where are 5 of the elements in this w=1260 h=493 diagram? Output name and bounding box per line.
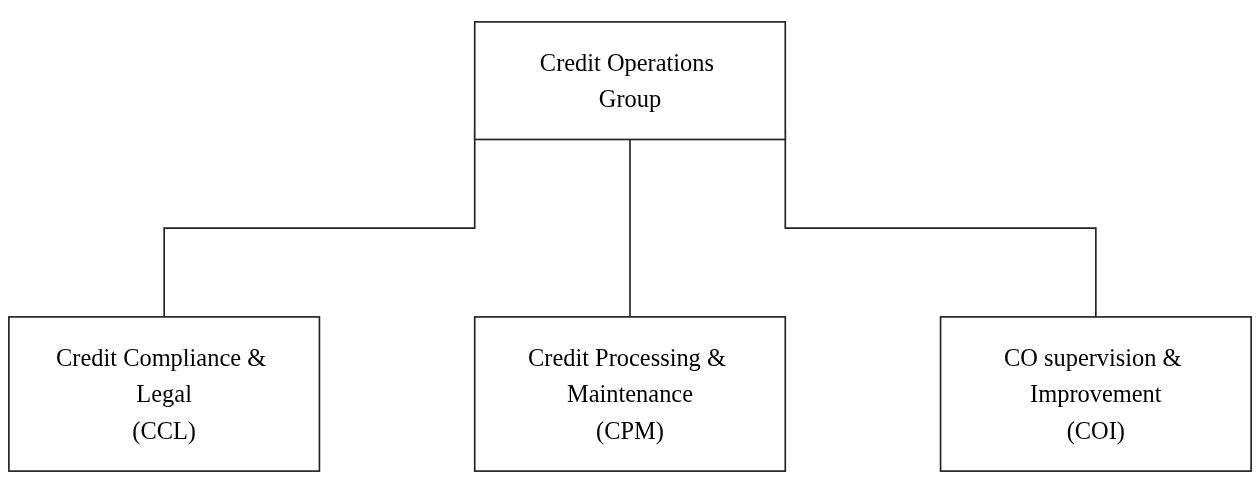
connector (629, 138, 631, 318)
node-box: CO supervision & Improvement (COI) (939, 316, 1252, 472)
node-box: Credit Operations Group (473, 21, 787, 141)
node-box: Credit Processing & Maintenance (CPM) (473, 316, 787, 472)
node-box: Credit Compliance & Legal (CCL) (8, 316, 321, 472)
